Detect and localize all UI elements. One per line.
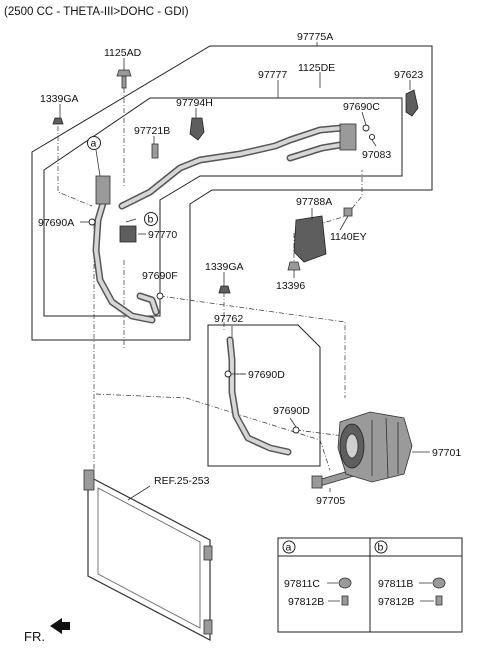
label-97788A: 97788A (296, 196, 332, 208)
callout-a: a (87, 136, 101, 150)
label-97690F: 97690F (142, 270, 178, 282)
callout-b-letter: b (148, 214, 154, 226)
pipe-97777 (118, 124, 350, 210)
label-97623: 97623 (394, 69, 423, 81)
part-shapes (52, 69, 419, 489)
label-97721B: 97721B (134, 125, 170, 137)
centerlines (57, 88, 363, 471)
label-13396: 13396 (276, 280, 305, 292)
label-1140EY: 1140EY (330, 231, 367, 243)
label-97762: 97762 (214, 313, 243, 325)
label-97777: 97777 (258, 69, 287, 81)
legend-a-part1: 97811C (284, 578, 320, 590)
label-1125AD: 1125AD (104, 47, 142, 59)
label-97770: 97770 (148, 229, 177, 241)
label-1339GA-mid: 1339GA (205, 261, 244, 273)
condenser (83, 469, 213, 641)
callout-a-letter: a (91, 138, 97, 150)
label-97701: 97701 (432, 447, 461, 459)
ref-label: REF.25-253 (154, 475, 210, 487)
label-97705: 97705 (316, 495, 345, 507)
leader-lines (59, 42, 430, 501)
label-97690D-top: 97690D (248, 369, 285, 381)
label-97794H: 97794H (176, 97, 213, 109)
legend-a-part2: 97812B (288, 596, 324, 608)
engine-spec-header: (2500 CC - THETA-III>DOHC - GDI) (4, 6, 189, 18)
legend-b-part2: 97812B (378, 596, 414, 608)
legend-b-marker: b (378, 542, 384, 554)
label-97083: 97083 (362, 149, 391, 161)
front-direction-arrow-icon (50, 618, 70, 634)
label-97690A: 97690A (38, 217, 74, 229)
label-97775A: 97775A (297, 31, 333, 43)
label-97690D-bottom: 97690D (273, 405, 310, 417)
part-labels: 97775A 1125AD 97777 1125DE 97623 1339GA … (38, 31, 461, 507)
callout-b: b (144, 212, 158, 226)
assembly-frame-97762 (207, 324, 321, 467)
label-97690C: 97690C (343, 101, 380, 113)
label-1125DE: 1125DE (298, 62, 335, 74)
compressor-97701 (337, 411, 413, 483)
pipe-97762 (226, 336, 292, 456)
legend-b-part1: 97811B (378, 578, 413, 590)
assembly-frame-97777 (43, 97, 403, 317)
legend-a-marker: a (286, 542, 292, 554)
label-1339GA-top: 1339GA (40, 93, 79, 105)
assembly-frame-97775A (31, 45, 433, 341)
front-direction-label: FR. (24, 629, 45, 644)
legend-table: a b 97811C 97812B 97811B 97812B (277, 537, 463, 633)
